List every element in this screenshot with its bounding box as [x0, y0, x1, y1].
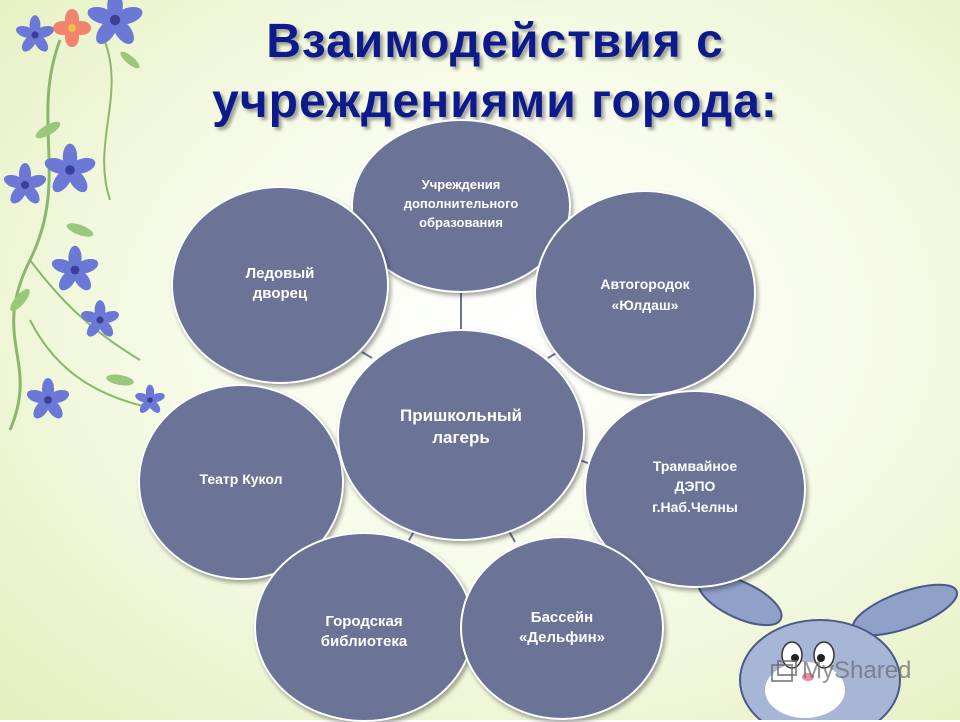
node-pool-dolphin-label: Бассейн «Дельфин»	[518, 609, 606, 646]
node-autotown-yuldash-label: Автогородок «Юлдаш»	[600, 276, 690, 313]
node-pool-dolphin: Бассейн «Дельфин»	[460, 536, 664, 720]
watermark-text: MyShared	[802, 657, 912, 684]
node-city-library: Городская библиотека	[254, 532, 474, 722]
node-center-school-camp-label: Пришкольный лагерь	[400, 405, 522, 447]
slide-title-line-2: учреждениями города:	[212, 75, 778, 128]
node-city-library-label: Городская библиотека	[320, 613, 408, 650]
node-puppet-theatre-label: Театр Кукол	[199, 470, 283, 487]
node-additional-education: Учреждения дополнительного образования	[351, 119, 571, 293]
node-autotown-yuldash: Автогородок «Юлдаш»	[534, 190, 756, 396]
myshared-logo-icon	[771, 660, 797, 682]
node-center-school-camp: Пришкольный лагерь	[337, 329, 585, 541]
node-ice-palace-label: Ледовый дворец	[245, 265, 315, 302]
node-ice-palace: Ледовый дворец	[171, 186, 389, 384]
node-tram-depot-label: Трамвайное ДЭПО г.Наб.Челны	[652, 458, 738, 515]
slide-title-line-1: Взаимодействия с	[266, 15, 724, 68]
node-additional-education-label: Учреждения дополнительного образования	[403, 177, 519, 230]
